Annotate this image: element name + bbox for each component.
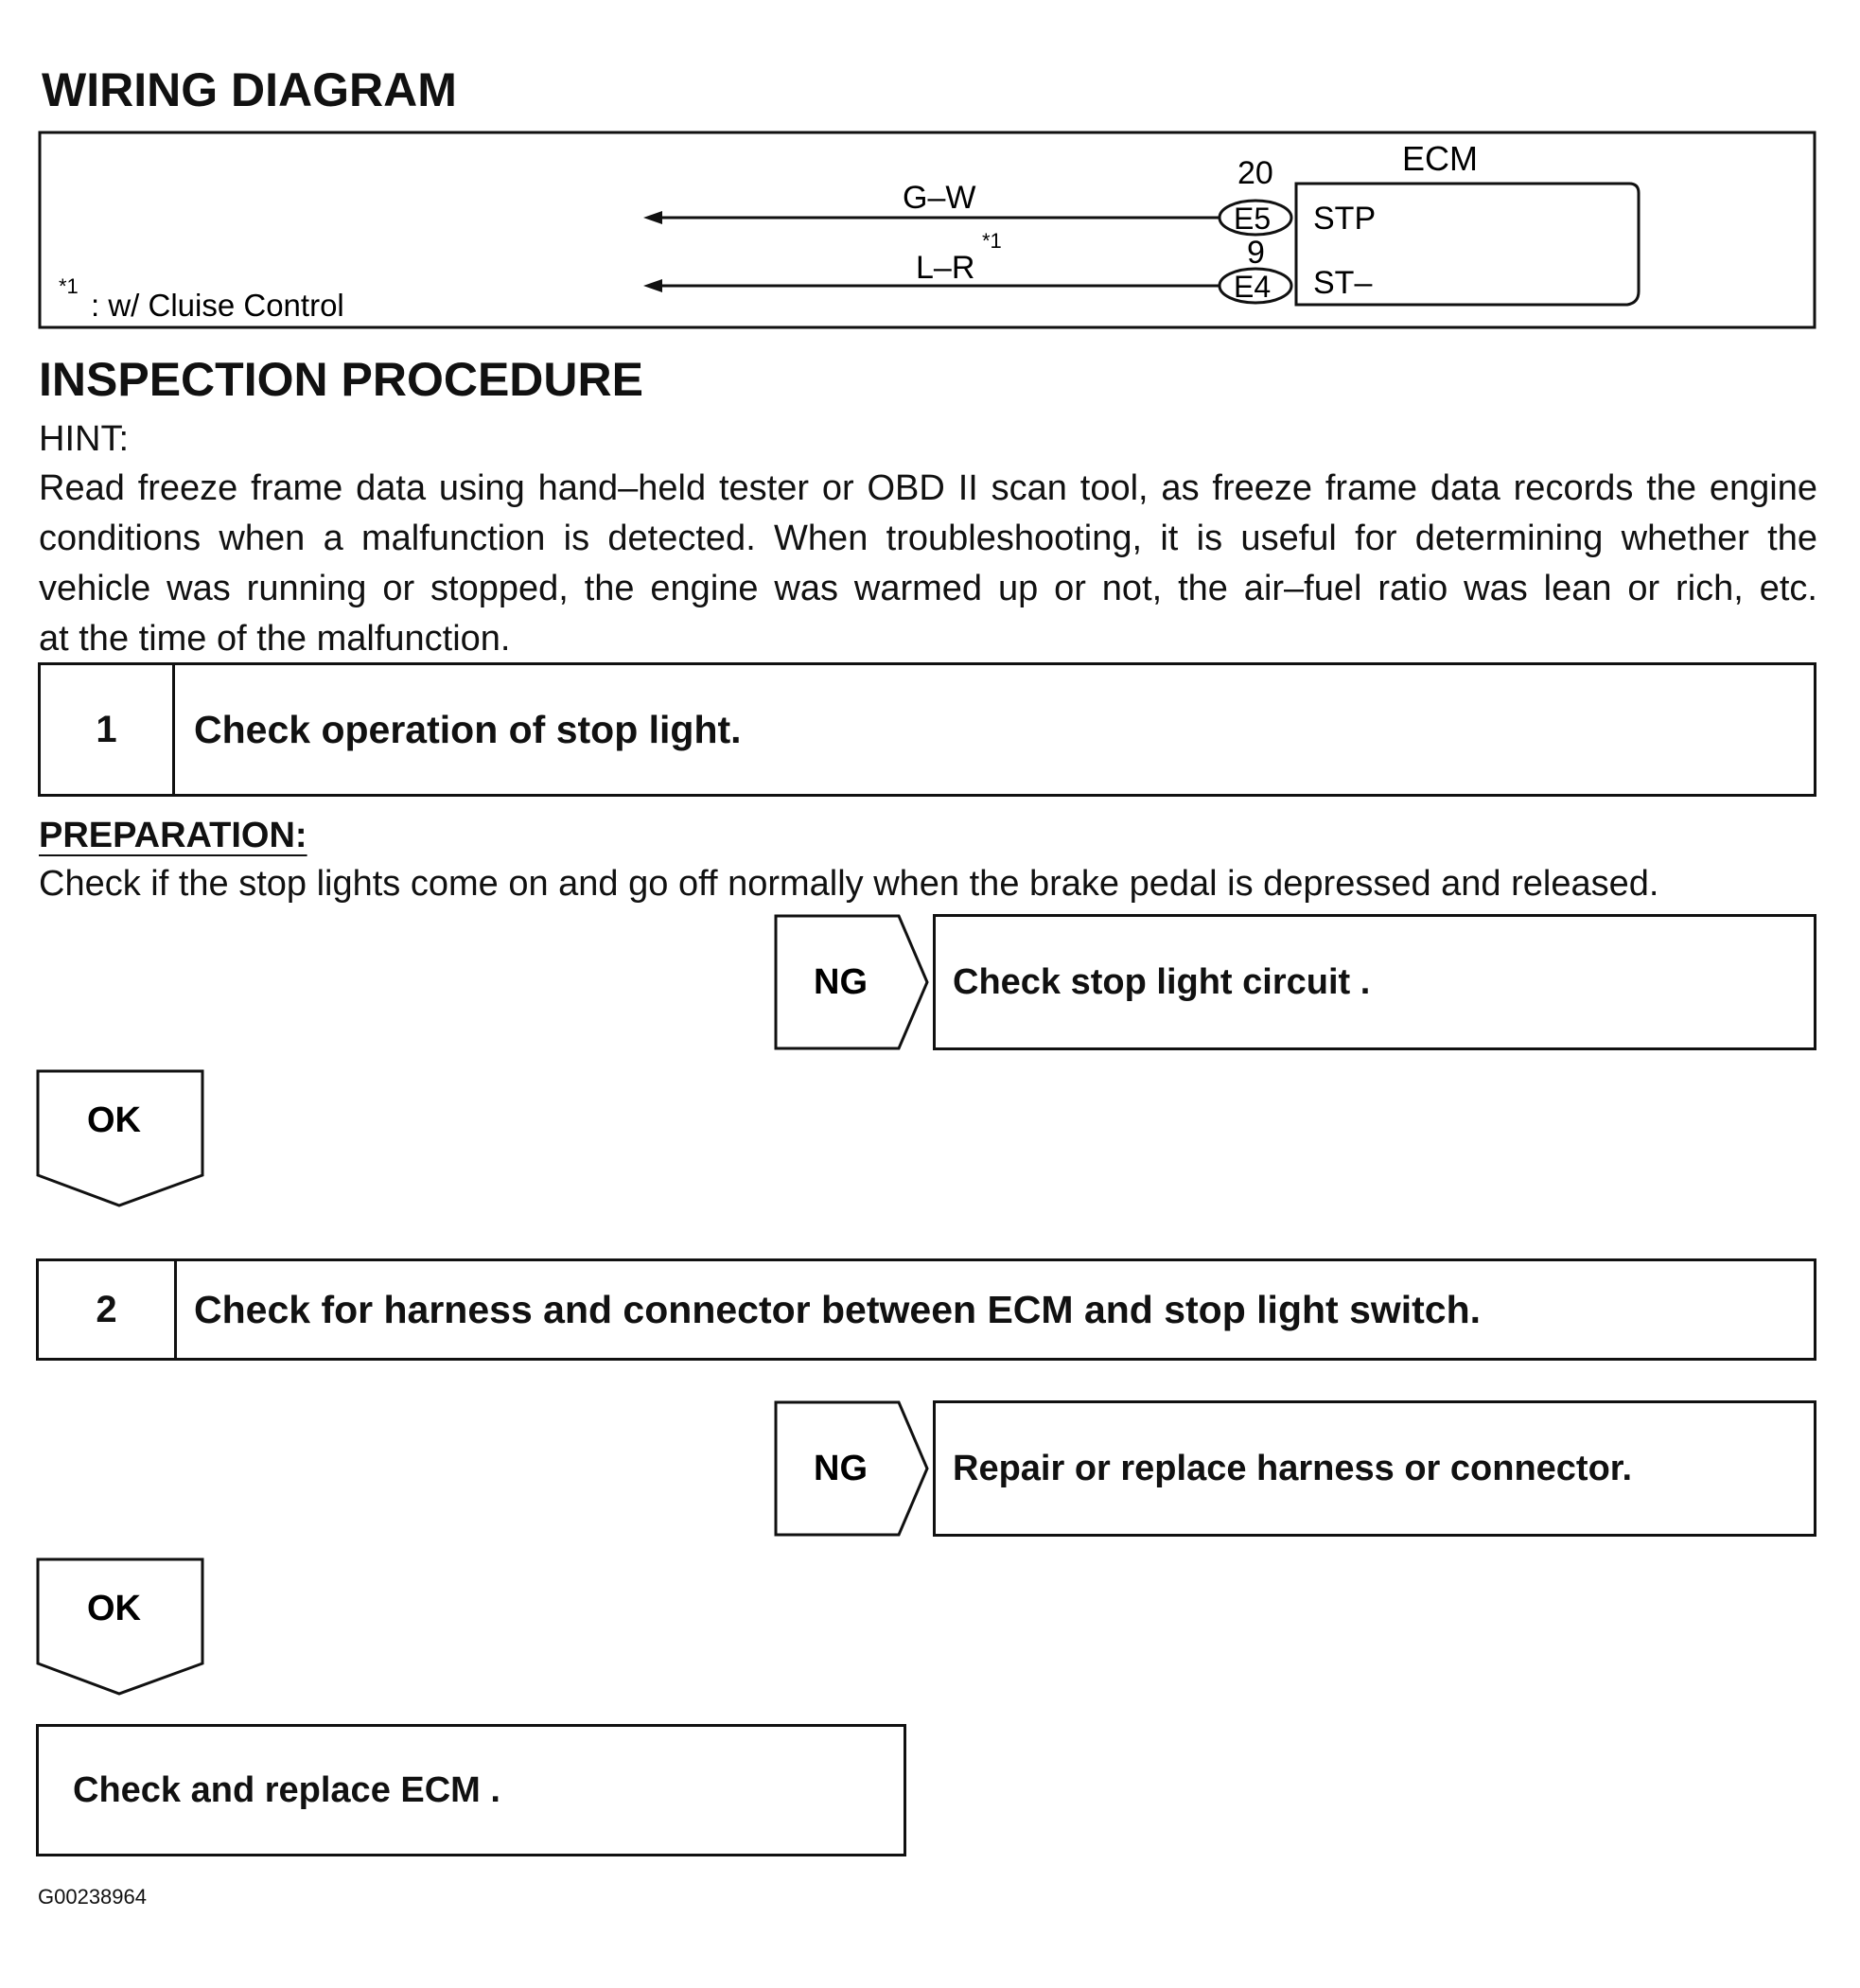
step-2-box: 2 Check for harness and connector betwee…: [36, 1258, 1816, 1361]
connector-e5: [1218, 199, 1293, 237]
step-2-title: Check for harness and connector between …: [194, 1288, 1482, 1331]
step-2-ok-arrow: OK: [36, 1557, 204, 1696]
terminal-st-label: ST–: [1313, 265, 1372, 301]
wire-l-r-sup: *1: [982, 229, 1002, 253]
hint-label: HINT:: [39, 419, 129, 459]
figure-id: G00238964: [38, 1885, 147, 1909]
hint-line: vehicle was running or stopped, the engi…: [39, 569, 1817, 608]
pin-9-label: 9: [1247, 235, 1265, 271]
preparation-label: PREPARATION:: [39, 816, 307, 855]
terminal-stp-label: STP: [1313, 201, 1376, 237]
step-1-ng-action-box: Check stop light circuit .: [933, 914, 1816, 1050]
step-2-number: 2: [39, 1261, 177, 1358]
connector-e5-label: E5: [1234, 202, 1271, 236]
wire-l-r-label: L–R: [916, 250, 974, 286]
step-2-ng-action-box: Repair or replace harness or connector.: [933, 1400, 1816, 1537]
ecm-label: ECM: [1402, 139, 1478, 178]
step-2-ng-label: NG: [814, 1449, 868, 1488]
final-action-box: Check and replace ECM .: [36, 1724, 906, 1856]
wiring-diagram-heading: WIRING DIAGRAM: [42, 63, 457, 116]
final-action-text: Check and replace ECM .: [73, 1770, 500, 1810]
step-1-ng-arrow: NG: [774, 914, 929, 1050]
pin-20-label: 20: [1237, 155, 1273, 191]
footnote-text: : w/ Cluise Control: [91, 288, 344, 323]
step-2-ok-label: OK: [87, 1589, 142, 1628]
hint-paragraph: Read freeze frame data using hand–held t…: [39, 464, 1817, 664]
preparation-text: Check if the stop lights come on and go …: [39, 864, 1659, 904]
step-1-ok-label: OK: [87, 1100, 142, 1140]
hint-line: at the time of the malfunction.: [39, 619, 511, 659]
step-1-ok-arrow: OK: [36, 1069, 204, 1207]
step-2-ng-arrow: NG: [774, 1400, 929, 1537]
step-1-number: 1: [41, 665, 175, 794]
wire-l-r-arrow: [643, 279, 662, 292]
footnote-mark: *1: [59, 274, 79, 298]
wiring-diagram: *1 : w/ Cluise Control ECM G–W 20 E5 STP…: [38, 131, 1816, 329]
step-1-ng-label: NG: [814, 962, 868, 1002]
connector-e4-label: E4: [1234, 270, 1271, 304]
step-1-ng-action: Check stop light circuit .: [953, 962, 1371, 1002]
wire-g-w-arrow: [643, 211, 662, 224]
wire-g-w-label: G–W: [903, 180, 975, 216]
ecm-box: [1294, 182, 1641, 307]
step-2-ng-action: Repair or replace harness or connector.: [953, 1449, 1633, 1488]
hint-line: conditions when a malfunction is detecte…: [39, 519, 1817, 558]
step-1-box: 1 Check operation of stop light.: [38, 662, 1816, 797]
inspection-procedure-heading: INSPECTION PROCEDURE: [39, 353, 643, 406]
hint-line: Read freeze frame data using hand–held t…: [39, 468, 1817, 508]
connector-e4: [1218, 267, 1293, 305]
step-1-title: Check operation of stop light.: [194, 708, 742, 751]
